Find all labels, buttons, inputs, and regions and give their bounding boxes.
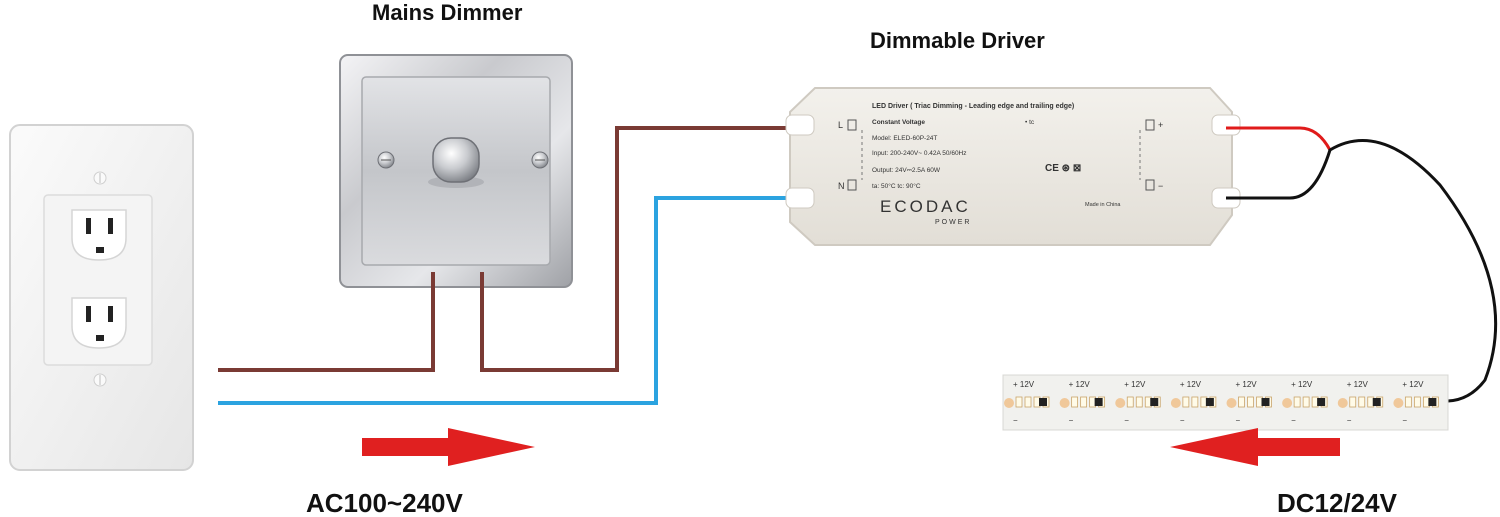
led-solder-pad bbox=[1226, 398, 1237, 408]
led-chip bbox=[1293, 396, 1301, 408]
ac-wiring bbox=[218, 126, 786, 405]
led-solder-pad bbox=[1115, 398, 1126, 408]
led-segment-minus: − bbox=[1236, 416, 1241, 425]
dc-direction-arrow bbox=[1170, 428, 1340, 466]
led-chip bbox=[1404, 396, 1412, 408]
resistor bbox=[1372, 398, 1381, 406]
led-solder-pad bbox=[1337, 398, 1348, 408]
driver-spec-line-2: Constant Voltage bbox=[872, 119, 925, 126]
led-chip bbox=[1015, 396, 1023, 408]
resistor bbox=[1039, 398, 1047, 406]
driver-spec-model: Model: ELED-60P-24T bbox=[872, 135, 937, 142]
driver-brand-logo: ECODAC bbox=[880, 197, 971, 216]
resistor bbox=[1150, 398, 1159, 406]
led-segment-minus: − bbox=[1402, 416, 1407, 425]
dimmable-driver bbox=[785, 87, 1241, 246]
led-segment-label: + 12V bbox=[1013, 380, 1035, 389]
driver-l-terminal: L bbox=[838, 120, 843, 130]
resistor bbox=[1317, 398, 1326, 406]
led-solder-pad bbox=[1004, 398, 1014, 408]
dc-voltage-label: DC12/24V bbox=[1277, 488, 1397, 517]
resistor bbox=[1428, 398, 1437, 406]
led-chip bbox=[1182, 396, 1190, 408]
ac-voltage-label: AC100~240V bbox=[306, 488, 463, 517]
driver-spec-output: Output: 24V⎓2.5A 60W bbox=[872, 167, 941, 174]
driver-spec-input: Input: 200-240V~ 0.42A 50/60Hz bbox=[872, 150, 967, 157]
led-solder-pad bbox=[1059, 398, 1070, 408]
resistor bbox=[1261, 398, 1270, 406]
led-segment-minus: − bbox=[1291, 416, 1296, 425]
dc-wiring bbox=[1226, 126, 1498, 403]
led-solder-pad bbox=[1170, 398, 1181, 408]
led-chip bbox=[1080, 396, 1088, 408]
led-segment-label: + 12V bbox=[1291, 380, 1313, 389]
dc-negative-wire bbox=[1226, 139, 1498, 403]
led-chip bbox=[1247, 396, 1254, 408]
led-segment-label: + 12V bbox=[1402, 380, 1424, 389]
led-segment-label: + 12V bbox=[1069, 380, 1091, 389]
led-chip bbox=[1135, 396, 1143, 408]
led-chip bbox=[1071, 396, 1079, 408]
led-chip bbox=[1238, 396, 1245, 408]
mains-dimmer-title: Mains Dimmer bbox=[372, 0, 523, 25]
driver-spec-line-1: LED Driver ( Triac Dimming - Leading edg… bbox=[872, 103, 1074, 110]
live-wire-out bbox=[480, 126, 786, 372]
led-solder-pad bbox=[1282, 398, 1293, 408]
led-chip bbox=[1349, 396, 1357, 408]
led-chip bbox=[1413, 396, 1421, 408]
driver-spec-temp: ta: 50°C tc: 90°C bbox=[872, 182, 921, 190]
led-strip: + 12V − + 12V − + 12V − + 12V − + 12V − + 12V − + 12… bbox=[1002, 374, 1449, 431]
led-segment-minus: − bbox=[1013, 416, 1018, 425]
driver-plus-terminal: + bbox=[1158, 120, 1163, 130]
driver-n-terminal: N bbox=[838, 181, 845, 191]
wall-outlet bbox=[9, 124, 194, 471]
resistor bbox=[1205, 398, 1214, 406]
led-chip bbox=[1358, 396, 1366, 408]
dimmable-driver-title: Dimmable Driver bbox=[870, 28, 1045, 53]
led-chip bbox=[1191, 396, 1199, 408]
driver-spec-tc: • tc bbox=[1025, 119, 1035, 126]
led-segment-minus: − bbox=[1069, 416, 1074, 425]
led-chip bbox=[1126, 396, 1134, 408]
live-wire-in bbox=[218, 272, 435, 372]
ac-direction-arrow bbox=[362, 428, 535, 466]
led-segment-label: + 12V bbox=[1124, 380, 1146, 389]
led-segment-minus: − bbox=[1180, 416, 1185, 425]
neutral-wire bbox=[218, 196, 786, 405]
led-segment-label: + 12V bbox=[1347, 380, 1369, 389]
driver-minus-terminal: − bbox=[1158, 181, 1163, 191]
led-segment-label: + 12V bbox=[1180, 380, 1202, 389]
mains-dimmer bbox=[339, 54, 573, 288]
led-segment-minus: − bbox=[1347, 416, 1352, 425]
led-segment-minus: − bbox=[1124, 416, 1129, 425]
resistor bbox=[1094, 398, 1103, 406]
led-segment-label: + 12V bbox=[1236, 380, 1258, 389]
driver-brand-sub: POWER bbox=[935, 219, 971, 226]
driver-ce-marks: CE ⊛ ⊠ bbox=[1045, 163, 1081, 174]
dc-positive-wire bbox=[1226, 126, 1332, 151]
led-solder-pad bbox=[1393, 398, 1404, 408]
driver-made-in: Made in China bbox=[1085, 202, 1121, 208]
led-chip bbox=[1024, 396, 1032, 408]
led-chip bbox=[1302, 396, 1310, 408]
